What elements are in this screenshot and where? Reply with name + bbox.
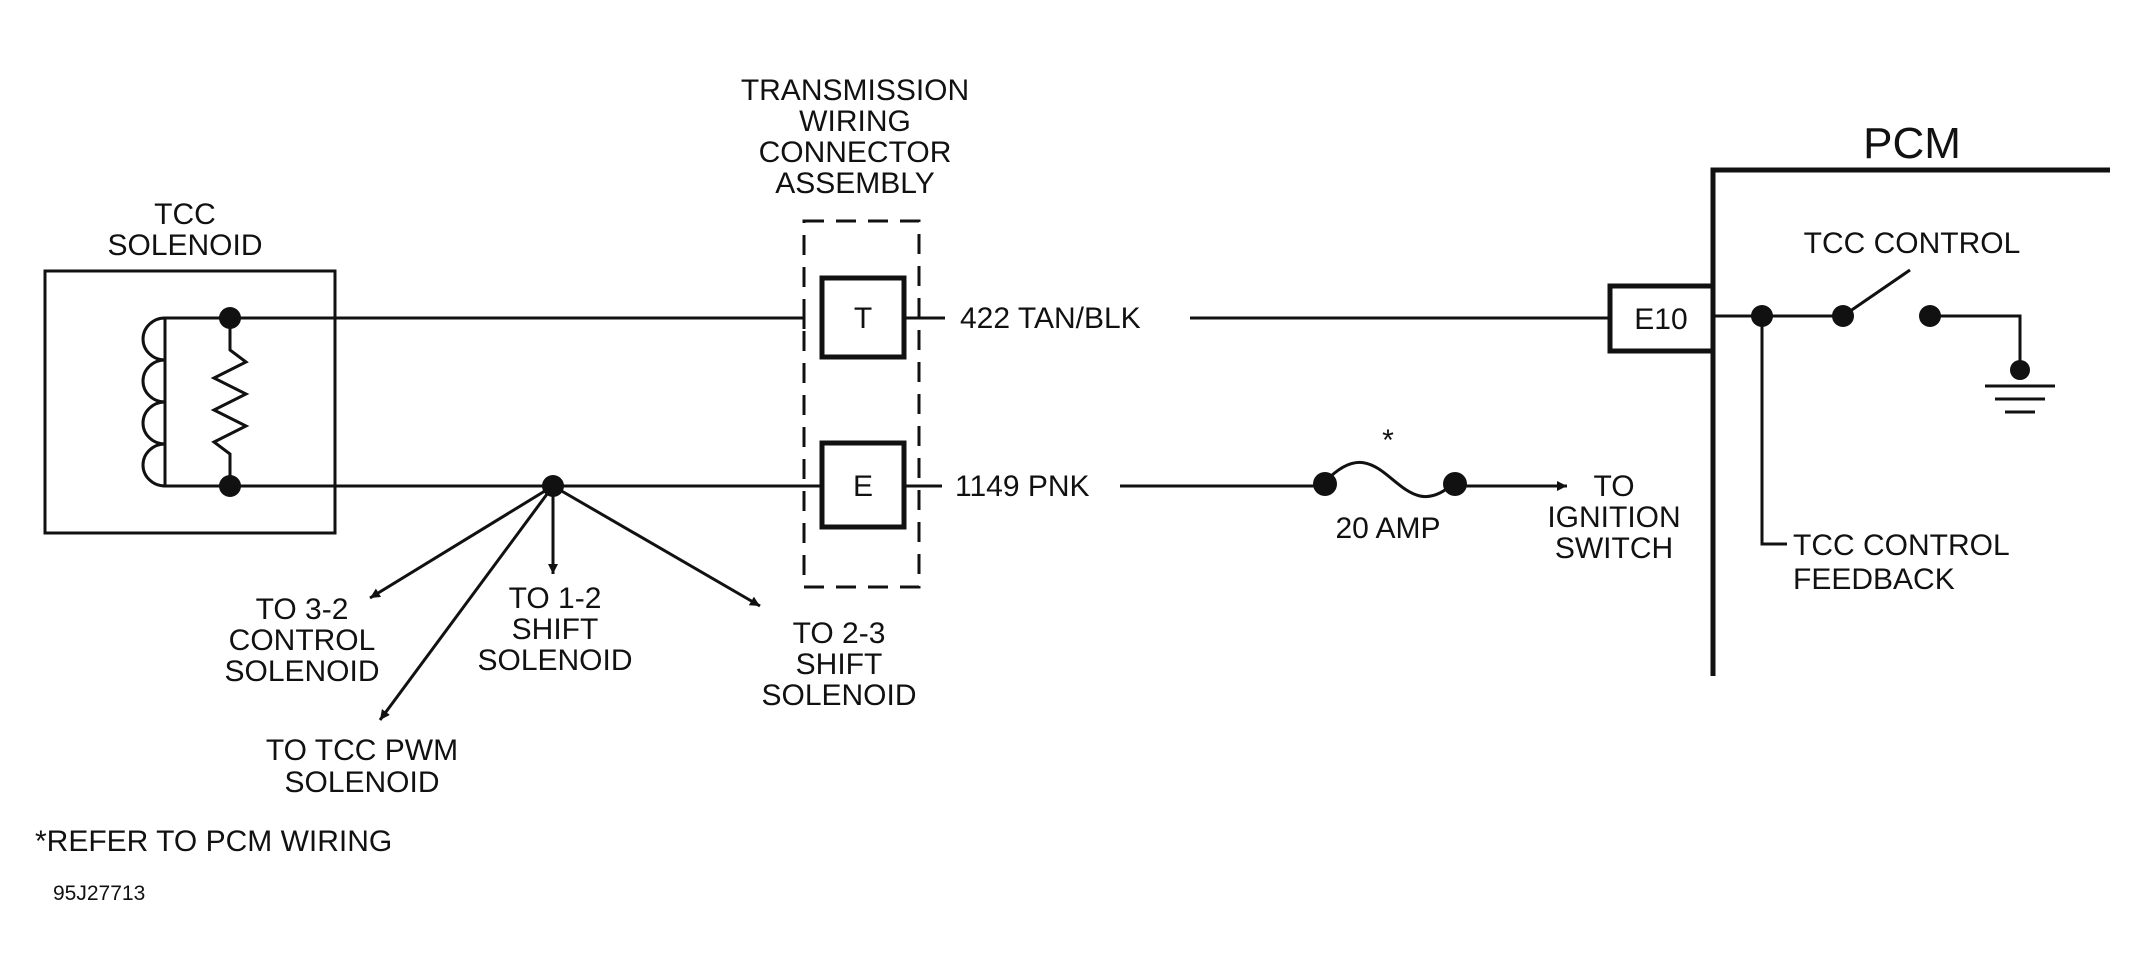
branch-arrow-tcc-pwm bbox=[378, 485, 555, 721]
branch-2-3-line-1: TO 2-3 bbox=[793, 617, 886, 650]
ground-node bbox=[2010, 360, 2030, 380]
connector-dashed-outline bbox=[802, 219, 921, 589]
branch-tcc-pwm-line-1: TO TCC PWM bbox=[266, 734, 458, 767]
ignition-line-1: TO bbox=[1593, 470, 1634, 503]
footnote: *REFER TO PCM WIRING bbox=[35, 825, 392, 858]
pcm-tcc-control-label: TCC CONTROL bbox=[1804, 227, 2021, 260]
branch-2-3-line-2: SHIFT bbox=[796, 648, 883, 681]
connector-pin-e: E bbox=[853, 470, 873, 503]
wire-to-ground bbox=[1930, 314, 2022, 370]
coil-icon bbox=[141, 316, 166, 488]
tcc-solenoid-title-line-2: SOLENOID bbox=[107, 229, 262, 262]
branch-3-2-line-1: TO 3-2 bbox=[256, 593, 349, 626]
branch-arrow-3-2-control bbox=[369, 484, 554, 600]
pcm: PCM E10 TCC CONTROL TCC CONTROL FEEDBACK bbox=[1607, 119, 2110, 676]
figure-id: 95J27713 bbox=[53, 882, 145, 905]
fuse-node-right bbox=[1443, 472, 1467, 496]
ground-icon bbox=[1985, 384, 2055, 414]
wire-label-pnk: 1149 PNK bbox=[955, 470, 1090, 503]
connector-title-line-2: WIRING bbox=[799, 105, 911, 138]
pcm-feedback-line-2: FEEDBACK bbox=[1793, 563, 1955, 596]
ignition-line-3: SWITCH bbox=[1555, 532, 1673, 565]
branch-1-2-line-3: SOLENOID bbox=[477, 644, 632, 677]
branch-3-2-line-3: SOLENOID bbox=[224, 655, 379, 688]
pcm-boundary bbox=[1710, 167, 2110, 676]
wire-label-tan-blk: 422 TAN/BLK bbox=[960, 302, 1141, 335]
switch-blade-icon bbox=[1842, 268, 1911, 318]
pcm-terminal-e10-box bbox=[1607, 283, 1716, 354]
branch-1-2-line-2: SHIFT bbox=[512, 613, 599, 646]
pcm-title: PCM bbox=[1863, 119, 1961, 168]
coil-leads bbox=[163, 316, 230, 488]
branch-2-3-line-3: SOLENOID bbox=[761, 679, 916, 712]
tcc-solenoid: TCC SOLENOID bbox=[43, 198, 337, 535]
connector-title-line-4: ASSEMBLY bbox=[775, 167, 935, 200]
fuse-marker: * bbox=[1382, 424, 1394, 457]
pcm-terminal-e10: E10 bbox=[1634, 303, 1687, 336]
resistor-icon bbox=[210, 318, 250, 486]
fuse: * 20 AMP bbox=[1313, 424, 1467, 545]
connector-title-line-3: CONNECTOR bbox=[759, 136, 952, 169]
fuse-rating: 20 AMP bbox=[1335, 512, 1440, 545]
transmission-wiring-connector: TRANSMISSION WIRING CONNECTOR ASSEMBLY T… bbox=[741, 74, 969, 589]
branch-arrow-2-3-shift bbox=[552, 484, 761, 608]
pcm-feedback-line-1: TCC CONTROL bbox=[1793, 529, 2010, 562]
fuse-icon bbox=[1323, 460, 1457, 498]
connector-pin-t: T bbox=[854, 302, 872, 335]
connector-title-line-1: TRANSMISSION bbox=[741, 74, 969, 107]
branch-3-2-line-2: CONTROL bbox=[229, 624, 376, 657]
fuse-node-left bbox=[1313, 472, 1337, 496]
wire-feedback bbox=[1760, 316, 1787, 546]
tcc-solenoid-box bbox=[43, 269, 337, 535]
ignition-line-2: IGNITION bbox=[1547, 501, 1680, 534]
tcc-solenoid-title-line-1: TCC bbox=[154, 198, 216, 231]
branch-tcc-pwm-line-2: SOLENOID bbox=[284, 766, 439, 799]
branch-1-2-line-1: TO 1-2 bbox=[509, 582, 602, 615]
